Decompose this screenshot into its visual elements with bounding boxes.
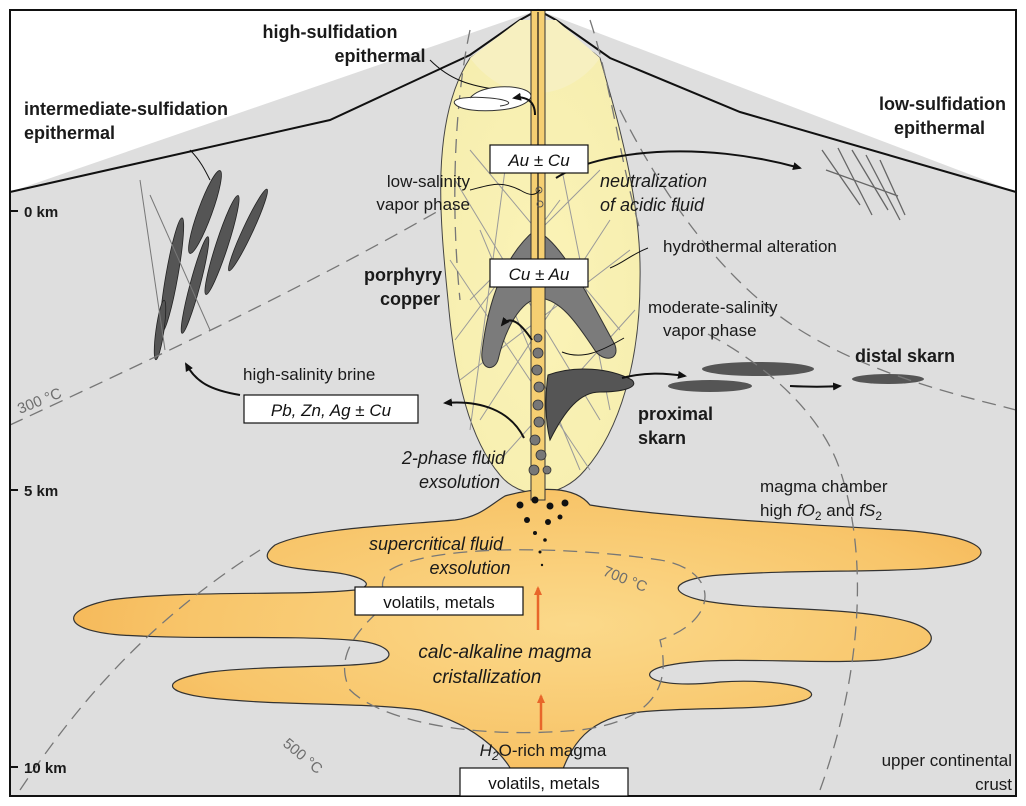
- label-intermediate-sulfidation-2: epithermal: [24, 123, 115, 143]
- label-porphyry: porphyry: [364, 265, 442, 285]
- label-porphyry-2: copper: [380, 289, 440, 309]
- box-au-cu: Au ± Cu: [490, 145, 588, 173]
- label-low-sulfidation-2: epithermal: [894, 118, 985, 138]
- label-high-salinity-brine: high-salinity brine: [243, 365, 375, 384]
- depth-label-0km: 0 km: [24, 204, 58, 221]
- mc-high: high: [760, 501, 797, 520]
- label-intermediate-sulfidation: intermediate-sulfidation: [24, 99, 228, 119]
- label-magma-chamber: magma chamber: [760, 477, 888, 496]
- label-proximal-skarn: proximal: [638, 404, 713, 424]
- label-calc-alkaline-2: cristallization: [433, 667, 542, 688]
- h2o-rest: O-rich magma: [499, 741, 607, 760]
- box-volatils-upper-text: volatils, metals: [383, 593, 494, 612]
- label-two-phase: 2-phase fluid: [401, 448, 506, 468]
- label-high-sulfidation: high-sulfidation: [263, 22, 398, 42]
- distal-skarn-lens: [702, 362, 814, 376]
- distal-skarn-lens: [852, 374, 924, 384]
- label-distal-skarn: distal skarn: [855, 346, 955, 366]
- box-cu-au-text: Cu ± Au: [509, 265, 570, 284]
- label-hydrothermal-alteration: hydrothermal alteration: [663, 237, 837, 256]
- box-volatils-lower-text: volatils, metals: [488, 774, 599, 793]
- label-h2o-magma: H2O-rich magma: [480, 741, 607, 763]
- label-proximal-skarn-2: skarn: [638, 428, 686, 448]
- label-neutralization-2: of acidic fluid: [600, 195, 705, 215]
- label-supercritical-2: exsolution: [429, 558, 510, 578]
- depth-label-10km: 10 km: [24, 760, 67, 777]
- depth-label-5km: 5 km: [24, 483, 58, 500]
- label-moderate-salinity: moderate-salinity: [648, 298, 778, 317]
- box-volatils-upper: volatils, metals: [355, 587, 523, 615]
- label-neutralization: neutralization: [600, 171, 707, 191]
- box-pb-zn-ag: Pb, Zn, Ag ± Cu: [244, 395, 418, 423]
- label-low-salinity: low-salinity: [387, 172, 471, 191]
- box-au-cu-text: Au ± Cu: [507, 151, 570, 170]
- label-low-salinity-2: vapor phase: [376, 195, 470, 214]
- mc-fs-sub: 2: [875, 509, 882, 523]
- box-pb-zn-text: Pb, Zn, Ag ± Cu: [271, 401, 392, 420]
- box-volatils-lower: volatils, metals: [460, 768, 628, 796]
- mc-fo: fO: [797, 501, 815, 520]
- h2o-h: H: [480, 741, 493, 760]
- distal-skarn-lens: [668, 380, 752, 392]
- label-high-sulfidation-2: epithermal: [334, 46, 425, 66]
- label-moderate-salinity-2: vapor phase: [663, 321, 757, 340]
- label-low-sulfidation: low-sulfidation: [879, 94, 1006, 114]
- label-magma-chamber-2: high fO2 and fS2: [760, 501, 882, 523]
- mc-fs: fS: [859, 501, 876, 520]
- box-cu-au: Cu ± Au: [490, 259, 588, 287]
- label-two-phase-2: exsolution: [419, 472, 500, 492]
- label-calc-alkaline: calc-alkaline magma: [418, 642, 591, 663]
- label-upper-crust: upper continental: [882, 751, 1012, 770]
- label-upper-crust-2: crust: [975, 775, 1012, 794]
- mc-and: and: [822, 501, 860, 520]
- label-supercritical: supercritical fluid: [369, 534, 504, 554]
